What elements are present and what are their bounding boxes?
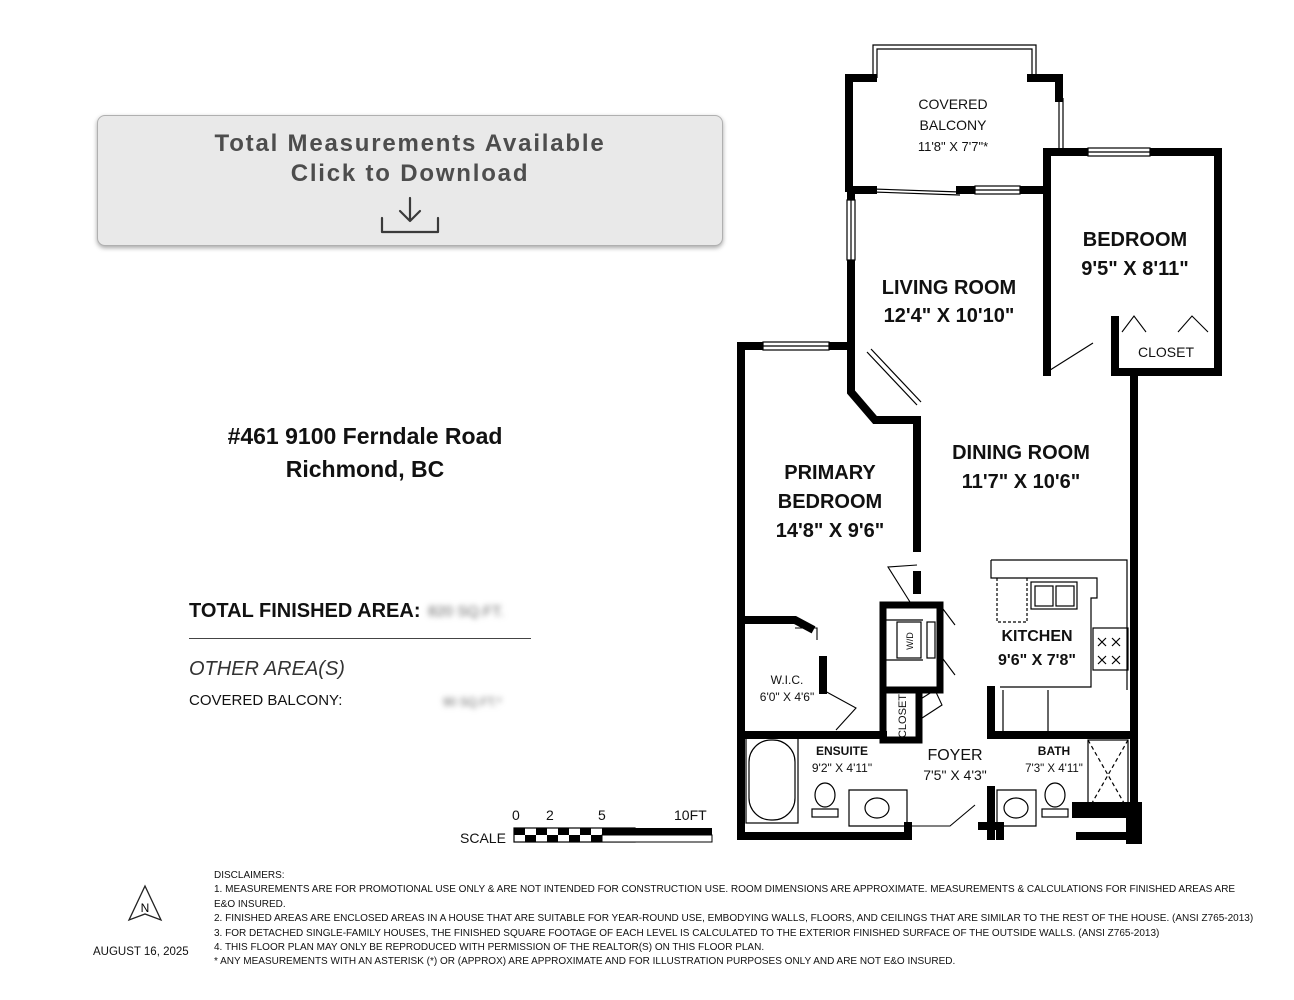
download-icon [380,196,440,234]
address-line1: #461 9100 Ferndale Road [227,423,503,449]
kitchen-dim: 9'6" X 7'8" [998,652,1076,669]
north-letter: N [141,901,150,915]
total-finished-area-label: TOTAL FINISHED AREA: [189,600,421,622]
total-finished-area-value: 820 SQ.FT. [428,603,504,620]
windows [762,44,1151,406]
covered-balcony-area-value: 90 SQ.FT.* [443,695,502,709]
disclaimers: DISCLAIMERS: 1. MEASUREMENTS ARE FOR PRO… [214,869,1254,970]
scale-bar: SCALE 0 2 5 10FT [460,807,713,846]
bedroom-dim: 9'5" X 8'11" [1081,258,1188,280]
disclaimer-1b: E&O INSURED. [214,898,286,910]
plan-date: AUGUST 16, 2025 [93,946,189,958]
disclaimer-4: 4. THIS FLOOR PLAN MAY ONLY BE REPRODUCE… [214,942,765,954]
disclaimer-1: 1. MEASUREMENTS ARE FOR PROMOTIONAL USE … [214,884,1236,896]
scale-label: SCALE [460,830,506,846]
scale-tick-2: 2 [546,807,554,823]
kitchen-label: KITCHEN [1001,628,1072,645]
bedroom-closet-label: CLOSET [1138,344,1194,360]
scale-tick-0: 0 [512,807,520,823]
bath-fixtures [745,736,1129,827]
area-divider [189,638,531,639]
scale-tick-10: 10FT [674,807,707,823]
balcony-label-2: BALCONY [920,117,988,133]
washer-dryer-label: W/D [905,632,915,650]
disclaimer-3: 3. FOR DETACHED SINGLE-FAMILY HOUSES, TH… [214,927,1160,939]
download-subtitle: Click to Download [290,160,530,187]
disclaimer-title: DISCLAIMERS: [214,870,285,881]
ensuite-dim: 9'2" X 4'11" [812,761,872,775]
foyer-dim: 7'5" X 4'3" [923,767,987,783]
balcony-label-1: COVERED [918,96,987,112]
wic-label: W.I.C. [771,673,804,687]
foyer-label: FOYER [927,747,982,764]
disclaimer-2: 2. FINISHED AREAS ARE ENCLOSED AREAS IN … [214,913,1254,925]
address-line2: Richmond, BC [285,456,445,482]
wic-dim: 6'0" X 4'6" [760,690,814,704]
bath-label: BATH [1038,744,1070,758]
ensuite-label: ENSUITE [816,744,868,758]
foyer-closet-label: CLOSET [897,694,909,738]
bath-dim: 7'3" X 4'11" [1025,763,1083,775]
primary-bedroom-label-1: PRIMARY [784,462,876,484]
living-room-label: LIVING ROOM [882,277,1016,299]
download-measurements-button[interactable]: Total Measurements Available Click to Do… [97,115,723,246]
download-title: Total Measurements Available [214,130,606,157]
north-arrow-icon: N [127,884,163,922]
dining-room-label: DINING ROOM [952,442,1090,464]
dining-room-dim: 11'7" X 10'6" [962,471,1081,493]
doors [795,315,1209,827]
disclaimer-5: * ANY MEASUREMENTS WITH AN ASTERISK (*) … [214,956,956,968]
kitchen-fixtures [883,559,1129,735]
primary-bedroom-label-2: BEDROOM [778,491,882,513]
living-room-dim: 12'4" X 10'10" [884,305,1015,327]
other-areas-label: OTHER AREA(S) [189,658,345,680]
bedroom-label: BEDROOM [1083,229,1187,251]
covered-balcony-area-label: COVERED BALCONY: [189,692,343,709]
primary-bedroom-dim: 14'8" X 9'6" [776,520,885,542]
stove-burners-icon [1097,637,1121,665]
scale-tick-5: 5 [598,807,606,823]
balcony-dim: 11'8" X 7'7"* [918,139,988,154]
